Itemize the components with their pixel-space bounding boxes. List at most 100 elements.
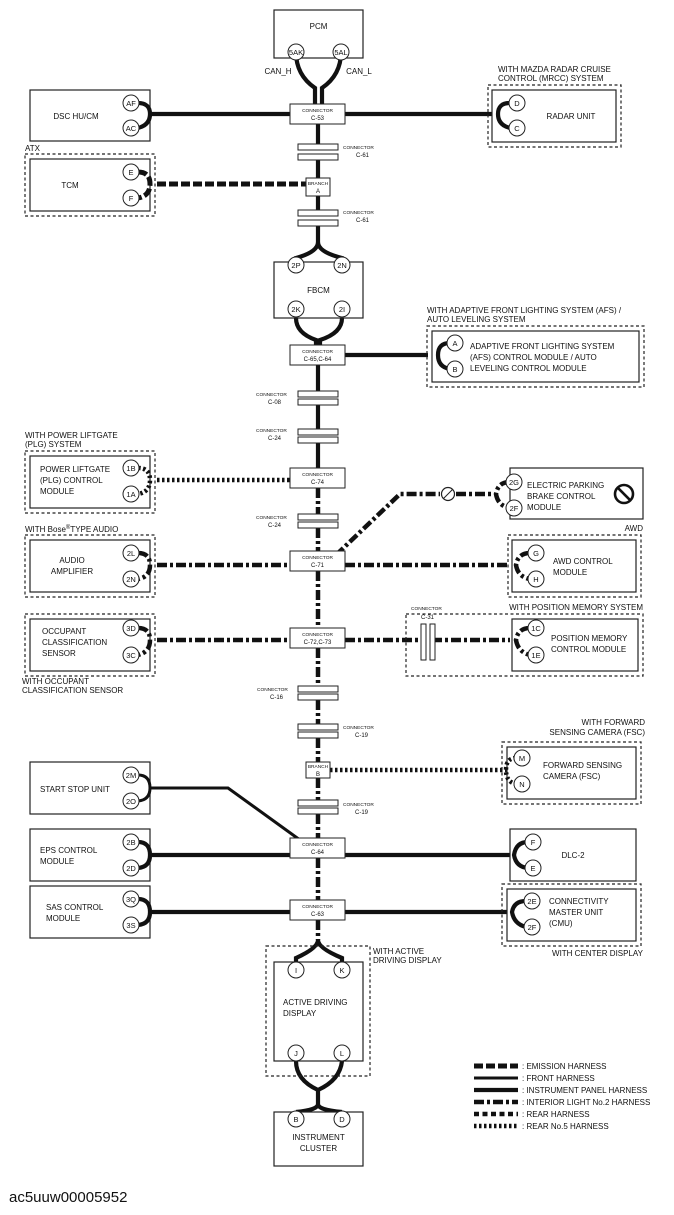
svg-text:CONNECTOR: CONNECTOR <box>302 904 333 910</box>
afs-pin-a: A <box>446 334 464 352</box>
svg-text:G: G <box>533 549 539 558</box>
posmem-pin-1e: 1E <box>527 646 545 664</box>
ic-label-line2: CLUSTER <box>300 1144 338 1153</box>
plg-pin-1a: 1A <box>122 485 140 503</box>
dlc-pin-e: E <box>524 859 542 877</box>
awd-condition-label: AWD <box>625 524 644 533</box>
eps-pin-2b: 2B <box>122 833 140 851</box>
branch-wiring <box>150 111 510 915</box>
dsc-hu-cm-label: DSC HU/CM <box>53 112 99 121</box>
dsc-pin-ac: AC <box>122 119 140 137</box>
startstop-pin-2m: 2M <box>122 766 140 784</box>
posmem-label-line1: POSITION MEMORY <box>551 634 628 643</box>
svg-text:C-72,C-73: C-72,C-73 <box>304 640 332 646</box>
can-h-label: CAN_H <box>264 67 291 76</box>
pcm-label: PCM <box>310 22 328 31</box>
cmu-pin-2f: 2F <box>523 918 541 936</box>
fsc-label-line1: FORWARD SENSING <box>543 761 622 770</box>
plg-label-line2: (PLG) CONTROL <box>40 476 103 485</box>
legend-front: : FRONT HARNESS <box>522 1074 595 1083</box>
svg-text:CONNECTOR: CONNECTOR <box>411 606 442 612</box>
ic-pin-d: D <box>333 1110 351 1128</box>
svg-text:C-64: C-64 <box>311 850 325 856</box>
afs-label-line2: (AFS) CONTROL MODULE / AUTO <box>470 353 597 362</box>
main-trunk-wiring <box>293 51 345 1115</box>
svg-text:CONNECTOR: CONNECTOR <box>302 472 333 478</box>
awd-label-line2: MODULE <box>553 568 587 577</box>
sas-label-line1: SAS CONTROL <box>46 903 104 912</box>
add-condition-line2: DRIVING DISPLAY <box>373 956 442 965</box>
legend-instrument-panel: : INSTRUMENT PANEL HARNESS <box>522 1086 647 1095</box>
svg-text:CONNECTOR: CONNECTOR <box>257 687 288 693</box>
svg-text:C-24: C-24 <box>268 436 282 442</box>
svg-text:C-61: C-61 <box>356 218 370 224</box>
radar-pin-c: C <box>508 119 526 137</box>
connector-c16: CONNECTOR C-16 <box>257 685 339 701</box>
connector-c24-lower: CONNECTOR C-24 <box>256 513 339 529</box>
tcm-label: TCM <box>61 181 79 190</box>
add-label-line2: DISPLAY <box>283 1009 317 1018</box>
svg-text:2O: 2O <box>126 797 136 806</box>
svg-text:2I: 2I <box>339 305 345 314</box>
add-label-line1: ACTIVE DRIVING <box>283 998 347 1007</box>
fbcm-pin-2i: 2I <box>333 300 351 318</box>
afs-label-line3: LEVELING CONTROL MODULE <box>470 364 587 373</box>
connector-c08: CONNECTOR C-08 <box>256 390 339 406</box>
epb-control-module-box <box>509 467 644 520</box>
svg-text:CONNECTOR: CONNECTOR <box>343 725 374 731</box>
epb-label-line1: ELECTRIC PARKING <box>527 481 604 490</box>
svg-text:2L: 2L <box>127 549 135 558</box>
svg-text:C: C <box>514 124 520 133</box>
plg-condition-frame <box>24 450 156 514</box>
posmem-condition-label: WITH POSITION MEMORY SYSTEM <box>509 603 643 612</box>
dlc-2-label: DLC-2 <box>561 851 585 860</box>
audio-pin-2l: 2L <box>122 544 140 562</box>
radar-unit-label: RADAR UNIT <box>547 112 596 121</box>
afs-condition-line2: AUTO LEVELING SYSTEM <box>427 315 526 324</box>
prohibited-icon <box>613 483 635 505</box>
svg-text:CONNECTOR: CONNECTOR <box>256 515 287 521</box>
svg-text:A: A <box>316 189 320 195</box>
svg-text:M: M <box>519 754 525 763</box>
branch-a: BRANCH A <box>305 177 331 197</box>
eps-pin-2d: 2D <box>122 859 140 877</box>
svg-text:AC: AC <box>126 124 137 133</box>
can-l-label: CAN_L <box>346 67 372 76</box>
svg-text:C-19: C-19 <box>355 810 369 816</box>
connector-c61-upper: CONNECTOR C-61 <box>297 143 374 161</box>
connector-c31: CONNECTOR C-31 <box>411 606 442 661</box>
startstop-pin-2o: 2O <box>122 792 140 810</box>
ic-pin-b: B <box>287 1110 305 1128</box>
bose-condition-frame <box>24 534 156 598</box>
svg-text:2G: 2G <box>509 478 519 487</box>
fsc-condition-line1: WITH FORWARD <box>581 718 645 727</box>
mrcc-condition-frame <box>487 84 622 148</box>
connector-c53: CONNECTOR C-53 <box>289 103 346 125</box>
svg-text:C-19: C-19 <box>355 733 369 739</box>
svg-text:3D: 3D <box>126 624 136 633</box>
afs-condition-line1: WITH ADAPTIVE FRONT LIGHTING SYSTEM (AFS… <box>427 306 622 315</box>
svg-text:C-24: C-24 <box>268 523 282 529</box>
svg-text:BRANCH: BRANCH <box>308 181 329 187</box>
epb-pin-2g: 2G <box>505 473 523 491</box>
svg-text:H: H <box>533 575 538 584</box>
svg-text:1E: 1E <box>531 651 540 660</box>
svg-text:D: D <box>514 99 520 108</box>
add-condition-line1: WITH ACTIVE <box>373 947 424 956</box>
connector-c72-c73: CONNECTOR C-72,C-73 <box>289 627 346 649</box>
svg-text:C-08: C-08 <box>268 400 282 406</box>
center-display-condition-label: WITH CENTER DISPLAY <box>552 949 644 958</box>
plg-condition-line2: (PLG) SYSTEM <box>25 440 82 449</box>
add-pin-k: K <box>333 961 351 979</box>
svg-text:A: A <box>452 339 457 348</box>
afs-pin-b: B <box>446 360 464 378</box>
legend-rear: : REAR HARNESS <box>522 1110 590 1119</box>
svg-text:L: L <box>340 1049 344 1058</box>
cmu-label-line1: CONNECTIVITY <box>549 897 609 906</box>
audio-pin-2n: 2N <box>122 570 140 588</box>
image-id-label: ac5uuw00005952 <box>9 1189 128 1206</box>
sas-pin-3s: 3S <box>122 916 140 934</box>
svg-text:C-74: C-74 <box>311 480 325 486</box>
svg-text:3C: 3C <box>126 651 136 660</box>
